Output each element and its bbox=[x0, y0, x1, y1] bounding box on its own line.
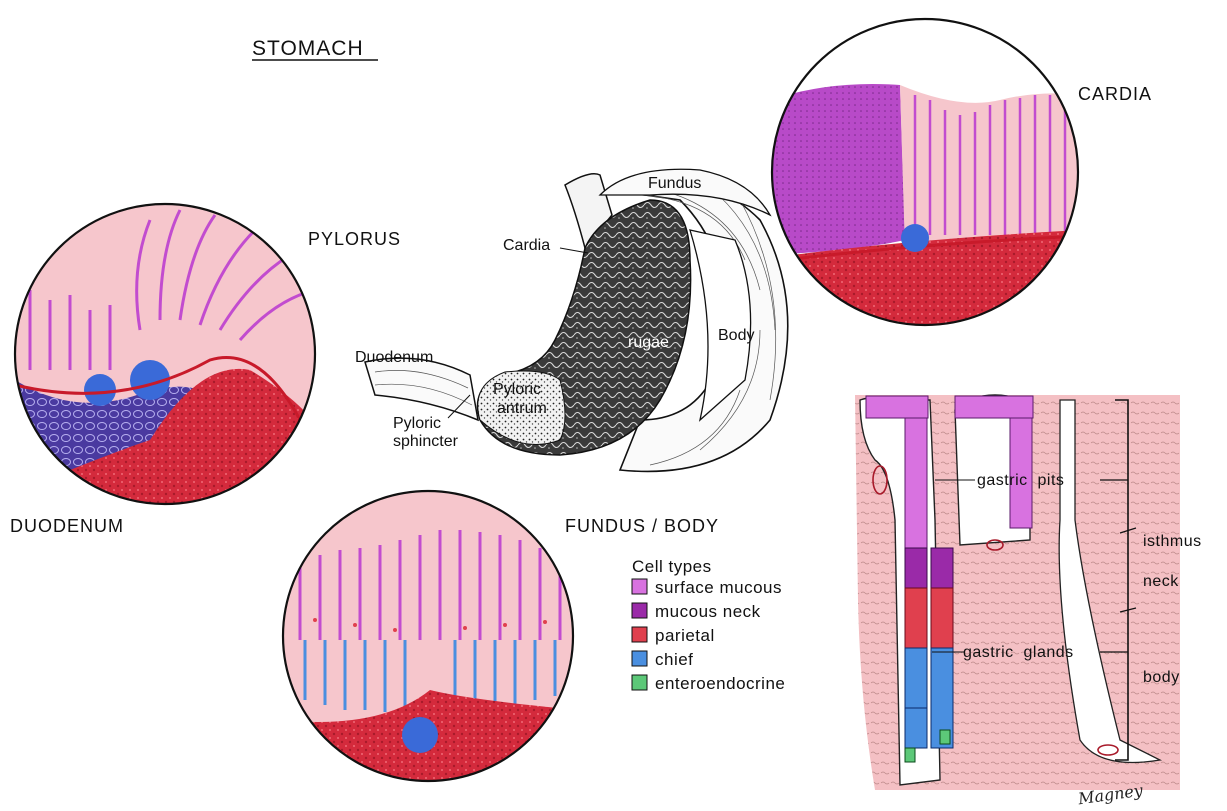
legend-item: chief bbox=[632, 650, 693, 669]
pyloric-antrum-label-line1: Pyloric bbox=[493, 381, 541, 398]
legend-label: chief bbox=[655, 650, 693, 669]
pyloric-sphincter-label-line1: Pyloric bbox=[393, 415, 441, 432]
legend-item: parietal bbox=[632, 626, 715, 645]
body-zone-label: body bbox=[1143, 669, 1180, 686]
gastric-gland-diagram bbox=[855, 395, 1180, 790]
legend-label: enteroendocrine bbox=[655, 674, 785, 693]
legend-item: surface mucous bbox=[632, 578, 782, 597]
legend-item: enteroendocrine bbox=[632, 674, 785, 693]
neck-label: neck bbox=[1143, 573, 1179, 590]
gastric-pits-label: gastric pits bbox=[977, 472, 1064, 489]
cell-types-legend: Cell types surface mucous mucous neck pa… bbox=[632, 557, 785, 693]
body-label: Body bbox=[718, 327, 754, 344]
fundus-label: Fundus bbox=[648, 175, 701, 192]
legend-swatch bbox=[632, 627, 647, 642]
duodenum-region-label: DUODENUM bbox=[10, 516, 124, 536]
pyloric-antrum-label-line2: antrum bbox=[497, 400, 547, 417]
rugae-label: rugae bbox=[628, 334, 669, 351]
legend-swatch bbox=[632, 651, 647, 666]
pylorus-detail-circle bbox=[10, 200, 330, 520]
fundus-body-region-label: FUNDUS / BODY bbox=[565, 516, 719, 536]
cardia-detail-circle bbox=[770, 15, 1080, 335]
legend-label: parietal bbox=[655, 626, 715, 645]
isthmus-label: isthmus bbox=[1143, 533, 1202, 550]
duodenum-label: Duodenum bbox=[355, 349, 433, 366]
cardia-label: Cardia bbox=[503, 237, 550, 254]
legend-title: Cell types bbox=[632, 557, 712, 576]
legend-swatch bbox=[632, 675, 647, 690]
cardia-region-label: CARDIA bbox=[1078, 84, 1152, 104]
legend-label: surface mucous bbox=[655, 578, 782, 597]
gastric-glands-label: gastric glands bbox=[963, 644, 1074, 661]
pylorus-label: PYLORUS bbox=[308, 229, 401, 249]
page-title: STOMACH bbox=[252, 37, 364, 60]
fundus-body-detail-circle bbox=[280, 490, 580, 790]
legend-label: mucous neck bbox=[655, 602, 761, 621]
pyloric-sphincter-label-line2: sphincter bbox=[393, 433, 459, 450]
legend-item: mucous neck bbox=[632, 602, 761, 621]
legend-swatch bbox=[632, 603, 647, 618]
legend-swatch bbox=[632, 579, 647, 594]
